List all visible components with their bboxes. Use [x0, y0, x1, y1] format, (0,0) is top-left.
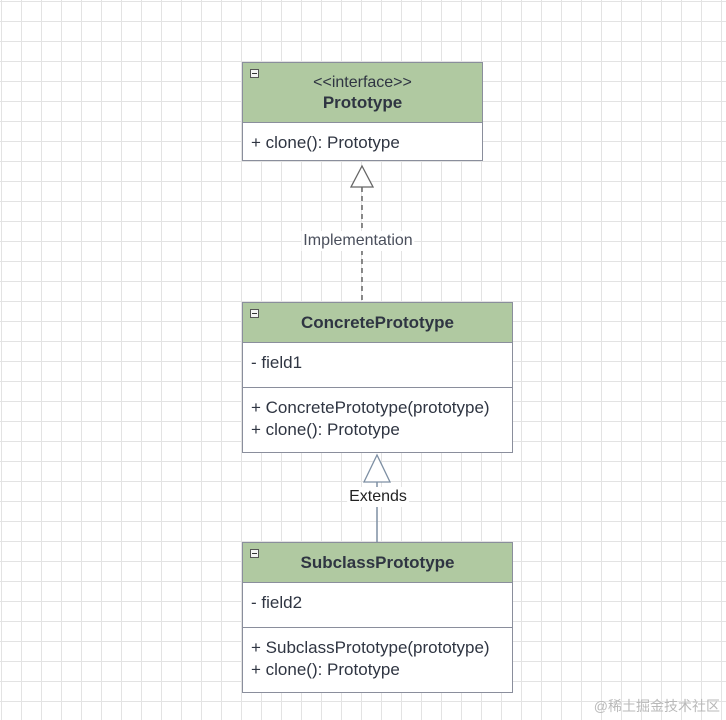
fields-section: - field1 [243, 343, 512, 387]
collapse-minus-icon[interactable] [250, 549, 259, 558]
class-subclass-prototype-header: SubclassPrototype [243, 543, 512, 583]
method-row: + ConcretePrototype(prototype) [251, 398, 490, 417]
implementation-label: Implementation [301, 231, 415, 251]
methods-section: + clone(): Prototype [243, 123, 482, 154]
class-prototype[interactable]: <<interface>> Prototype + clone(): Proto… [242, 62, 483, 161]
watermark: @稀土掘金技术社区 [593, 698, 720, 714]
class-concrete-prototype-header: ConcretePrototype [243, 303, 512, 343]
class-name: SubclassPrototype [300, 553, 455, 572]
methods-section: + SubclassPrototype(prototype) + clone()… [243, 627, 512, 681]
fields-section: - field2 [243, 583, 512, 627]
method-row: + clone(): Prototype [251, 420, 400, 439]
implementation-arrowhead [349, 164, 375, 188]
field-row: - field2 [251, 593, 303, 612]
class-concrete-prototype[interactable]: ConcretePrototype - field1 + ConcretePro… [242, 302, 513, 453]
methods-section: + ConcretePrototype(prototype) + clone()… [243, 387, 512, 441]
class-name: Prototype [322, 92, 403, 112]
extends-arrowhead [362, 453, 392, 483]
class-stereotype: <<interface>> [313, 73, 412, 91]
class-name: ConcretePrototype [300, 313, 455, 332]
extends-label: Extends [347, 487, 409, 507]
method-row: + clone(): Prototype [251, 133, 400, 152]
method-row: + SubclassPrototype(prototype) [251, 638, 490, 657]
collapse-minus-icon[interactable] [250, 69, 259, 78]
class-subclass-prototype[interactable]: SubclassPrototype - field2 + SubclassPro… [242, 542, 513, 693]
class-prototype-header: <<interface>> Prototype [243, 63, 482, 123]
field-row: - field1 [251, 353, 303, 372]
method-row: + clone(): Prototype [251, 660, 400, 679]
collapse-minus-icon[interactable] [250, 309, 259, 318]
